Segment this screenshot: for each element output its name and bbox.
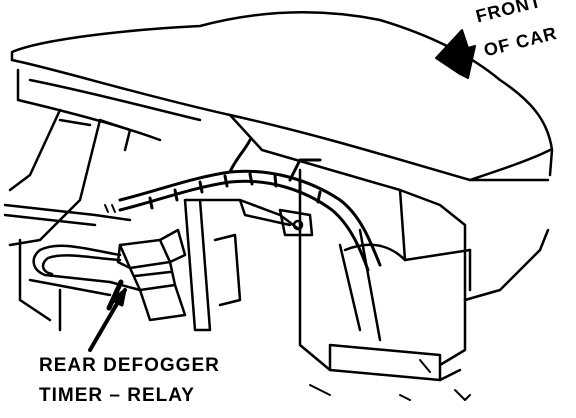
callout-arrow-icon [88,279,127,352]
wiring-harness [118,138,382,272]
relay-wires [18,238,142,332]
front-arrow-icon [435,29,476,79]
callout-label-line2: TIMER – RELAY [39,385,195,406]
center-bracket [183,198,314,332]
lower-panel [228,113,550,382]
timer-relay-module [116,228,187,322]
left-kick-panel [3,108,132,247]
detail-marks [104,204,471,401]
dash-pad [10,11,554,182]
callout-label-line1: REAR DEFOGGER [39,355,220,376]
